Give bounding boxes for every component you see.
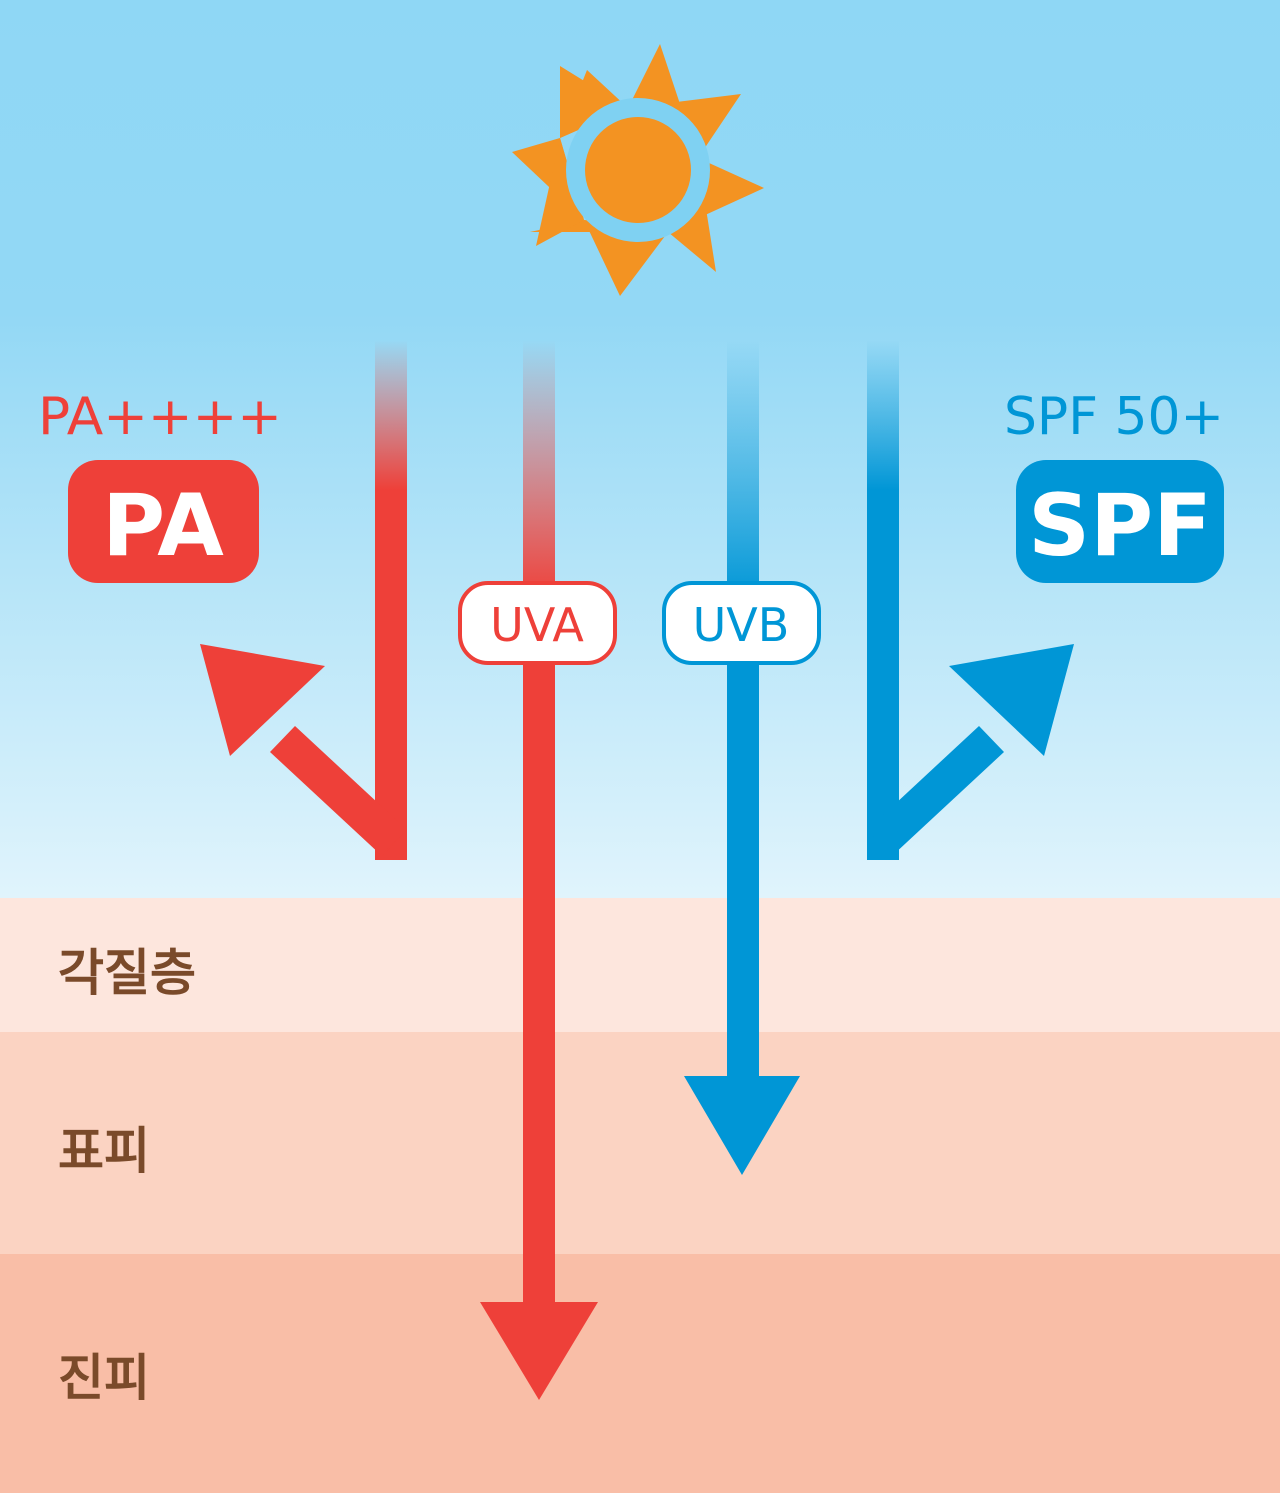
uva-penetrating-arrow bbox=[480, 600, 598, 1400]
uvb-pill: UVB bbox=[662, 581, 821, 665]
uva-reflected-arrow bbox=[200, 490, 407, 860]
pa-badge-label: PA bbox=[102, 476, 224, 576]
stratum-corneum-layer bbox=[0, 898, 1280, 1032]
uvb-label: UVB bbox=[693, 598, 790, 652]
dermis-layer bbox=[0, 1254, 1280, 1493]
uvb-penetrating-ray-fade bbox=[727, 340, 759, 600]
skin-layer-label: 각질층 bbox=[58, 944, 196, 1002]
spf-badge-label: SPF bbox=[1028, 476, 1212, 576]
pa-badge: PA bbox=[68, 460, 259, 583]
skin-layer-label: 진피 bbox=[58, 1349, 150, 1407]
uva-penetrating-ray-fade bbox=[523, 340, 555, 600]
uvb-reflected-arrow bbox=[867, 490, 1074, 860]
uva-pill: UVA bbox=[458, 581, 617, 665]
spf-badge: SPF bbox=[1016, 460, 1224, 583]
spf-level-text: SPF 50+ bbox=[1004, 387, 1224, 447]
sun-icon bbox=[512, 44, 764, 296]
uvb-penetrating-arrow bbox=[684, 600, 800, 1175]
pa-level-text: PA++++ bbox=[38, 387, 282, 447]
skin-layer-label: 표피 bbox=[58, 1122, 150, 1180]
uva-blocked-ray-fade bbox=[375, 340, 407, 490]
uvb-blocked-ray-fade bbox=[867, 340, 899, 490]
uva-label: UVA bbox=[490, 598, 584, 652]
epidermis-layer bbox=[0, 1032, 1280, 1254]
